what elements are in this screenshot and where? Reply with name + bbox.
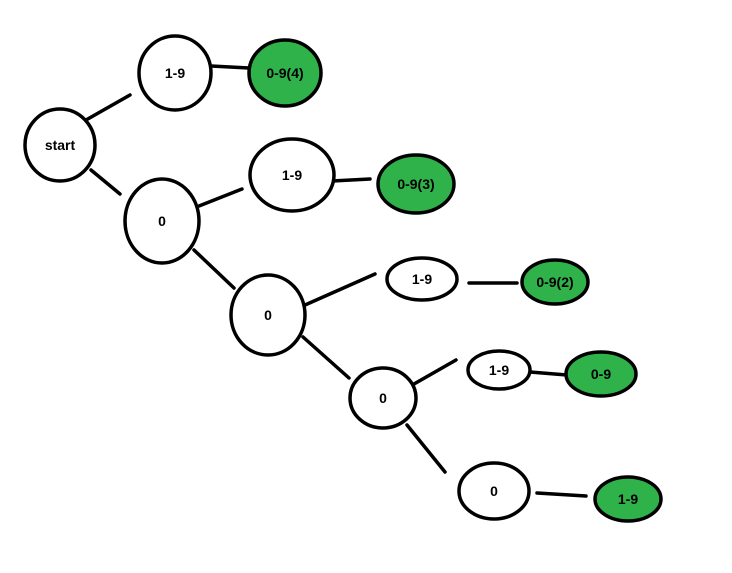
node-label: 1-9: [165, 65, 185, 81]
node-label: 0: [379, 390, 387, 406]
node-c2-accepting: 0-9(2): [520, 258, 590, 306]
node-shape: [466, 349, 532, 391]
node-label: 0-9(4): [266, 65, 303, 81]
node-b2-accepting: 0-9(3): [376, 153, 456, 215]
node-d0: 0: [348, 366, 418, 430]
node-a1: 1-9: [137, 34, 213, 112]
edge-d1-d2: [528, 370, 569, 377]
node-shape: [457, 461, 531, 521]
node-shape: [564, 350, 638, 398]
edge-c0-c1: [303, 272, 377, 307]
node-c1: 1-9: [385, 256, 459, 302]
edges-layer: [84, 64, 588, 498]
node-e1-accepting: 1-9: [593, 475, 663, 523]
node-label: 0-9: [591, 366, 611, 382]
node-shape: [123, 177, 201, 265]
node-shape: [229, 273, 307, 357]
edge-a1-a2: [209, 64, 251, 70]
node-label: 0: [158, 213, 166, 229]
node-shape: [348, 366, 418, 430]
node-d1: 1-9: [466, 349, 532, 391]
node-shape: [376, 153, 456, 215]
node-label: 0-9(2): [536, 274, 573, 290]
node-label: 1-9: [618, 491, 638, 507]
edge-b0-c0: [192, 248, 236, 290]
node-b1: 1-9: [248, 137, 336, 213]
node-label: 0: [264, 307, 272, 323]
edge-start-a1: [84, 93, 132, 122]
nodes-layer: start 1-9 0-9(4) 0 1-9 0-9(3) 0 1-9 0-9(2) 0 1-9 0-…: [23, 34, 663, 523]
node-shape: [520, 258, 590, 306]
node-shape: [385, 256, 459, 302]
node-label: 1-9: [412, 271, 432, 287]
node-a2-accepting: 0-9(4): [247, 38, 323, 108]
edge-start-b0: [89, 168, 122, 196]
edge-d0-d1: [412, 358, 458, 386]
node-shape: [593, 475, 663, 523]
node-label: 0: [490, 483, 498, 499]
node-shape: [248, 137, 336, 213]
edge-b0-b1: [197, 187, 244, 208]
node-d2-accepting: 0-9: [564, 350, 638, 398]
node-b0: 0: [123, 177, 201, 265]
node-shape: [23, 107, 97, 183]
node-label: start: [45, 137, 76, 153]
node-label: 1-9: [489, 362, 509, 378]
node-e0: 0: [457, 461, 531, 521]
edge-c0-d0: [301, 335, 351, 380]
edge-e0-e1: [535, 491, 588, 498]
node-c0: 0: [229, 273, 307, 357]
edge-b1-b2: [330, 177, 372, 183]
node-label: 1-9: [282, 167, 302, 183]
node-start: start: [23, 107, 97, 183]
node-shape: [137, 34, 213, 112]
node-label: 0-9(3): [397, 176, 434, 192]
edge-d0-e0: [405, 423, 447, 474]
node-shape: [247, 38, 323, 108]
